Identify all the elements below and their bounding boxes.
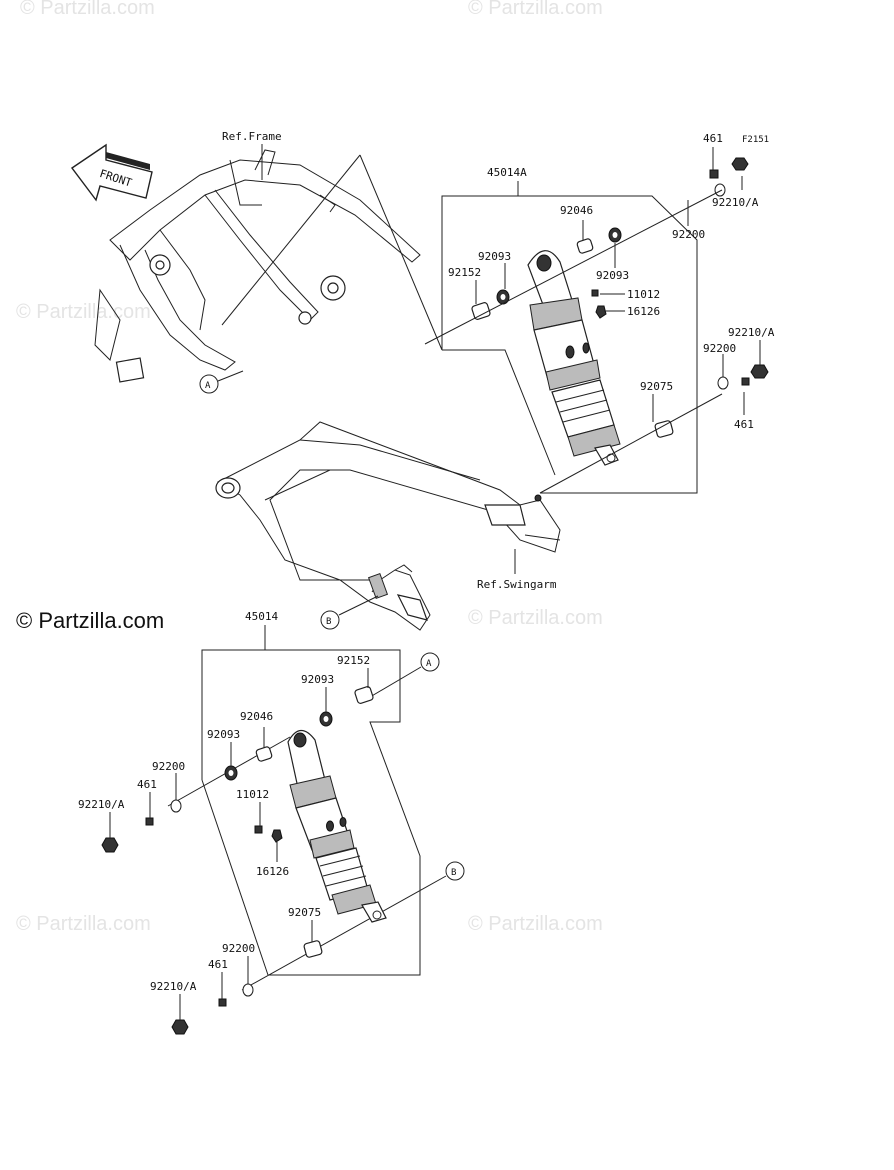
upper-leaders [424, 147, 761, 494]
lower-leaders [109, 668, 369, 1020]
lower-assembly-bracket: 45014 [201, 610, 421, 976]
front-arrow-icon: FRONT [70, 143, 153, 202]
callout-a-lower: A [420, 652, 440, 672]
watermark-text: © Partzilla.com [16, 301, 151, 323]
watermark-text: © Partzilla.com [468, 913, 603, 935]
upper-shock-absorber [527, 250, 621, 466]
lower-assembly-part-number: 45014 [245, 610, 278, 623]
part-label: 11012 [236, 788, 269, 801]
part-label: 92210/A [150, 980, 197, 993]
part-label: 92210/A [728, 326, 775, 339]
part-label: 92093 [478, 250, 511, 263]
part-label: 92093 [301, 673, 334, 686]
part-label: 92210/A [78, 798, 125, 811]
diagram-id: F2151 [742, 135, 769, 145]
ref-swingarm-label: Ref.Swingarm [477, 578, 557, 591]
part-label: 461 [208, 958, 228, 971]
callout-letter: A [426, 659, 432, 669]
callout-b-lower: B [445, 861, 465, 881]
part-label: 92075 [640, 380, 673, 393]
part-label: 461 [703, 132, 723, 145]
part-label: 11012 [627, 288, 660, 301]
part-label: 16126 [256, 865, 289, 878]
part-label: 92046 [560, 204, 593, 217]
lower-labels: 92152 92093 92046 92093 92200 461 92210/… [78, 654, 370, 993]
watermark-text: © Partzilla.com [468, 607, 603, 629]
part-label: 92200 [152, 760, 185, 773]
lower-shock-absorber [287, 729, 387, 923]
part-label: 92093 [596, 269, 629, 282]
watermarks: © Partzilla.com © Partzilla.com © Partzi… [16, 0, 603, 935]
part-label: 92152 [448, 266, 481, 279]
part-label: 16126 [627, 305, 660, 318]
brand-text: © Partzilla.com [16, 608, 164, 633]
part-label: 92200 [222, 942, 255, 955]
callout-b-upper: B [320, 595, 379, 630]
part-label: 92210/A [712, 196, 759, 209]
callout-letter: A [205, 381, 211, 391]
part-label: 92200 [703, 342, 736, 355]
frame-illustration [94, 149, 421, 383]
watermark-text: © Partzilla.com [16, 913, 151, 935]
part-label: 92093 [207, 728, 240, 741]
part-label: 92200 [672, 228, 705, 241]
watermark-text: © Partzilla.com [20, 0, 155, 19]
part-label: 461 [137, 778, 157, 791]
callout-a-upper: A [199, 370, 244, 394]
upper-labels: 461 92210/A 92200 92046 92093 92093 9215… [448, 132, 775, 431]
upper-small-parts [471, 157, 769, 438]
part-label: 92046 [240, 710, 273, 723]
callout-letter: B [326, 617, 331, 627]
part-label: 92075 [288, 906, 321, 919]
part-label: 92152 [337, 654, 370, 667]
upper-assembly-bracket: 45014A [221, 154, 698, 494]
part-label: 461 [734, 418, 754, 431]
callout-letter: B [451, 868, 456, 878]
upper-assembly-part-number: 45014A [487, 166, 527, 179]
ref-frame-label: Ref.Frame [222, 130, 282, 143]
swingarm-illustration [215, 421, 561, 631]
watermark-text: © Partzilla.com [468, 0, 603, 19]
